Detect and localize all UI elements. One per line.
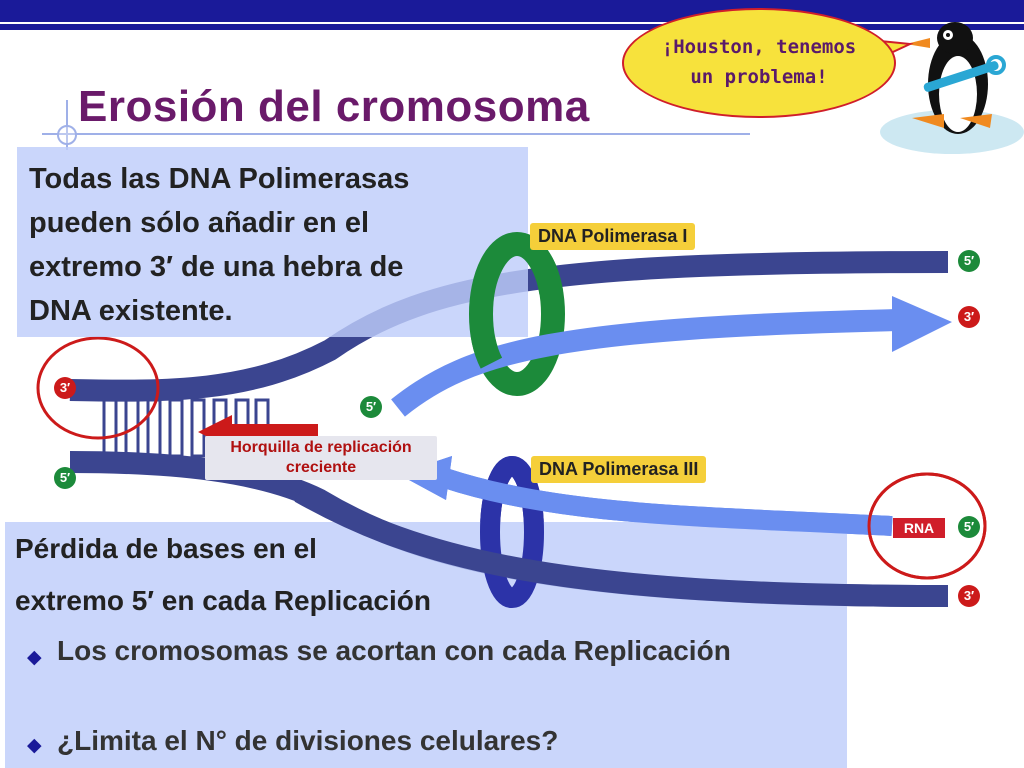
end-label-5-prime: 5′ [958, 250, 980, 272]
bullet-text: ¿Limita el N° de divisiones celulares? [57, 725, 559, 756]
diamond-bullet-icon: ◆ [27, 735, 42, 756]
speech-bubble: ¡Houston, tenemos un problema! [622, 8, 896, 118]
loss-line: extremo 5′ en cada Replicación [15, 585, 431, 616]
fork-label-line: Horquilla de replicación [230, 439, 412, 456]
intro-line: pueden sólo añadir en el [29, 207, 370, 239]
polimerasa-III-label: DNA Polimerasa III [531, 456, 707, 483]
intro-textbox: Todas las DNA Polimerasas pueden sólo añ… [17, 147, 528, 337]
penguin-mascot [880, 22, 1024, 154]
polimerasa-I-label: DNA Polimerasa I [530, 223, 696, 250]
intro-line: Todas las DNA Polimerasas [29, 163, 410, 195]
end-label-3-prime: 3′ [958, 585, 980, 607]
intro-line: DNA existente. [29, 295, 233, 327]
bullet-text: Los cromosomas se acortan con cada Repli… [57, 635, 731, 666]
end-highlight-left [36, 336, 160, 440]
top-bar-stripe [0, 24, 1024, 30]
bubble-line: un problema! [690, 66, 828, 88]
loss-line: Pérdida de bases en el [15, 533, 317, 564]
crosshair-ornament [57, 125, 77, 145]
end-label-3-prime: 3′ [54, 377, 76, 399]
end-label-5-prime: 5′ [54, 467, 76, 489]
end-label-5-prime: 5′ [958, 516, 980, 538]
loss-textbox: Pérdida de bases en el extremo 5′ en cad… [5, 522, 847, 768]
leading-strand-arrowhead [892, 296, 952, 352]
title-underline [42, 133, 750, 135]
end-label-5-prime: 5′ [360, 396, 382, 418]
intro-line: extremo 3′ de una hebra de [29, 251, 404, 283]
intro-text: Todas las DNA Polimerasas pueden sólo añ… [29, 157, 524, 333]
fork-label: Horquilla de replicación creciente [205, 436, 437, 480]
diamond-bullet-icon: ◆ [27, 647, 42, 668]
fork-label-line: creciente [285, 459, 357, 476]
lagging-strand [441, 468, 893, 536]
end-label-3-prime: 3′ [958, 306, 980, 328]
slide-title: Erosión del cromosoma [78, 82, 590, 131]
bubble-line: ¡Houston, tenemos [661, 36, 857, 58]
rna-primer-label: RNA [893, 518, 945, 538]
